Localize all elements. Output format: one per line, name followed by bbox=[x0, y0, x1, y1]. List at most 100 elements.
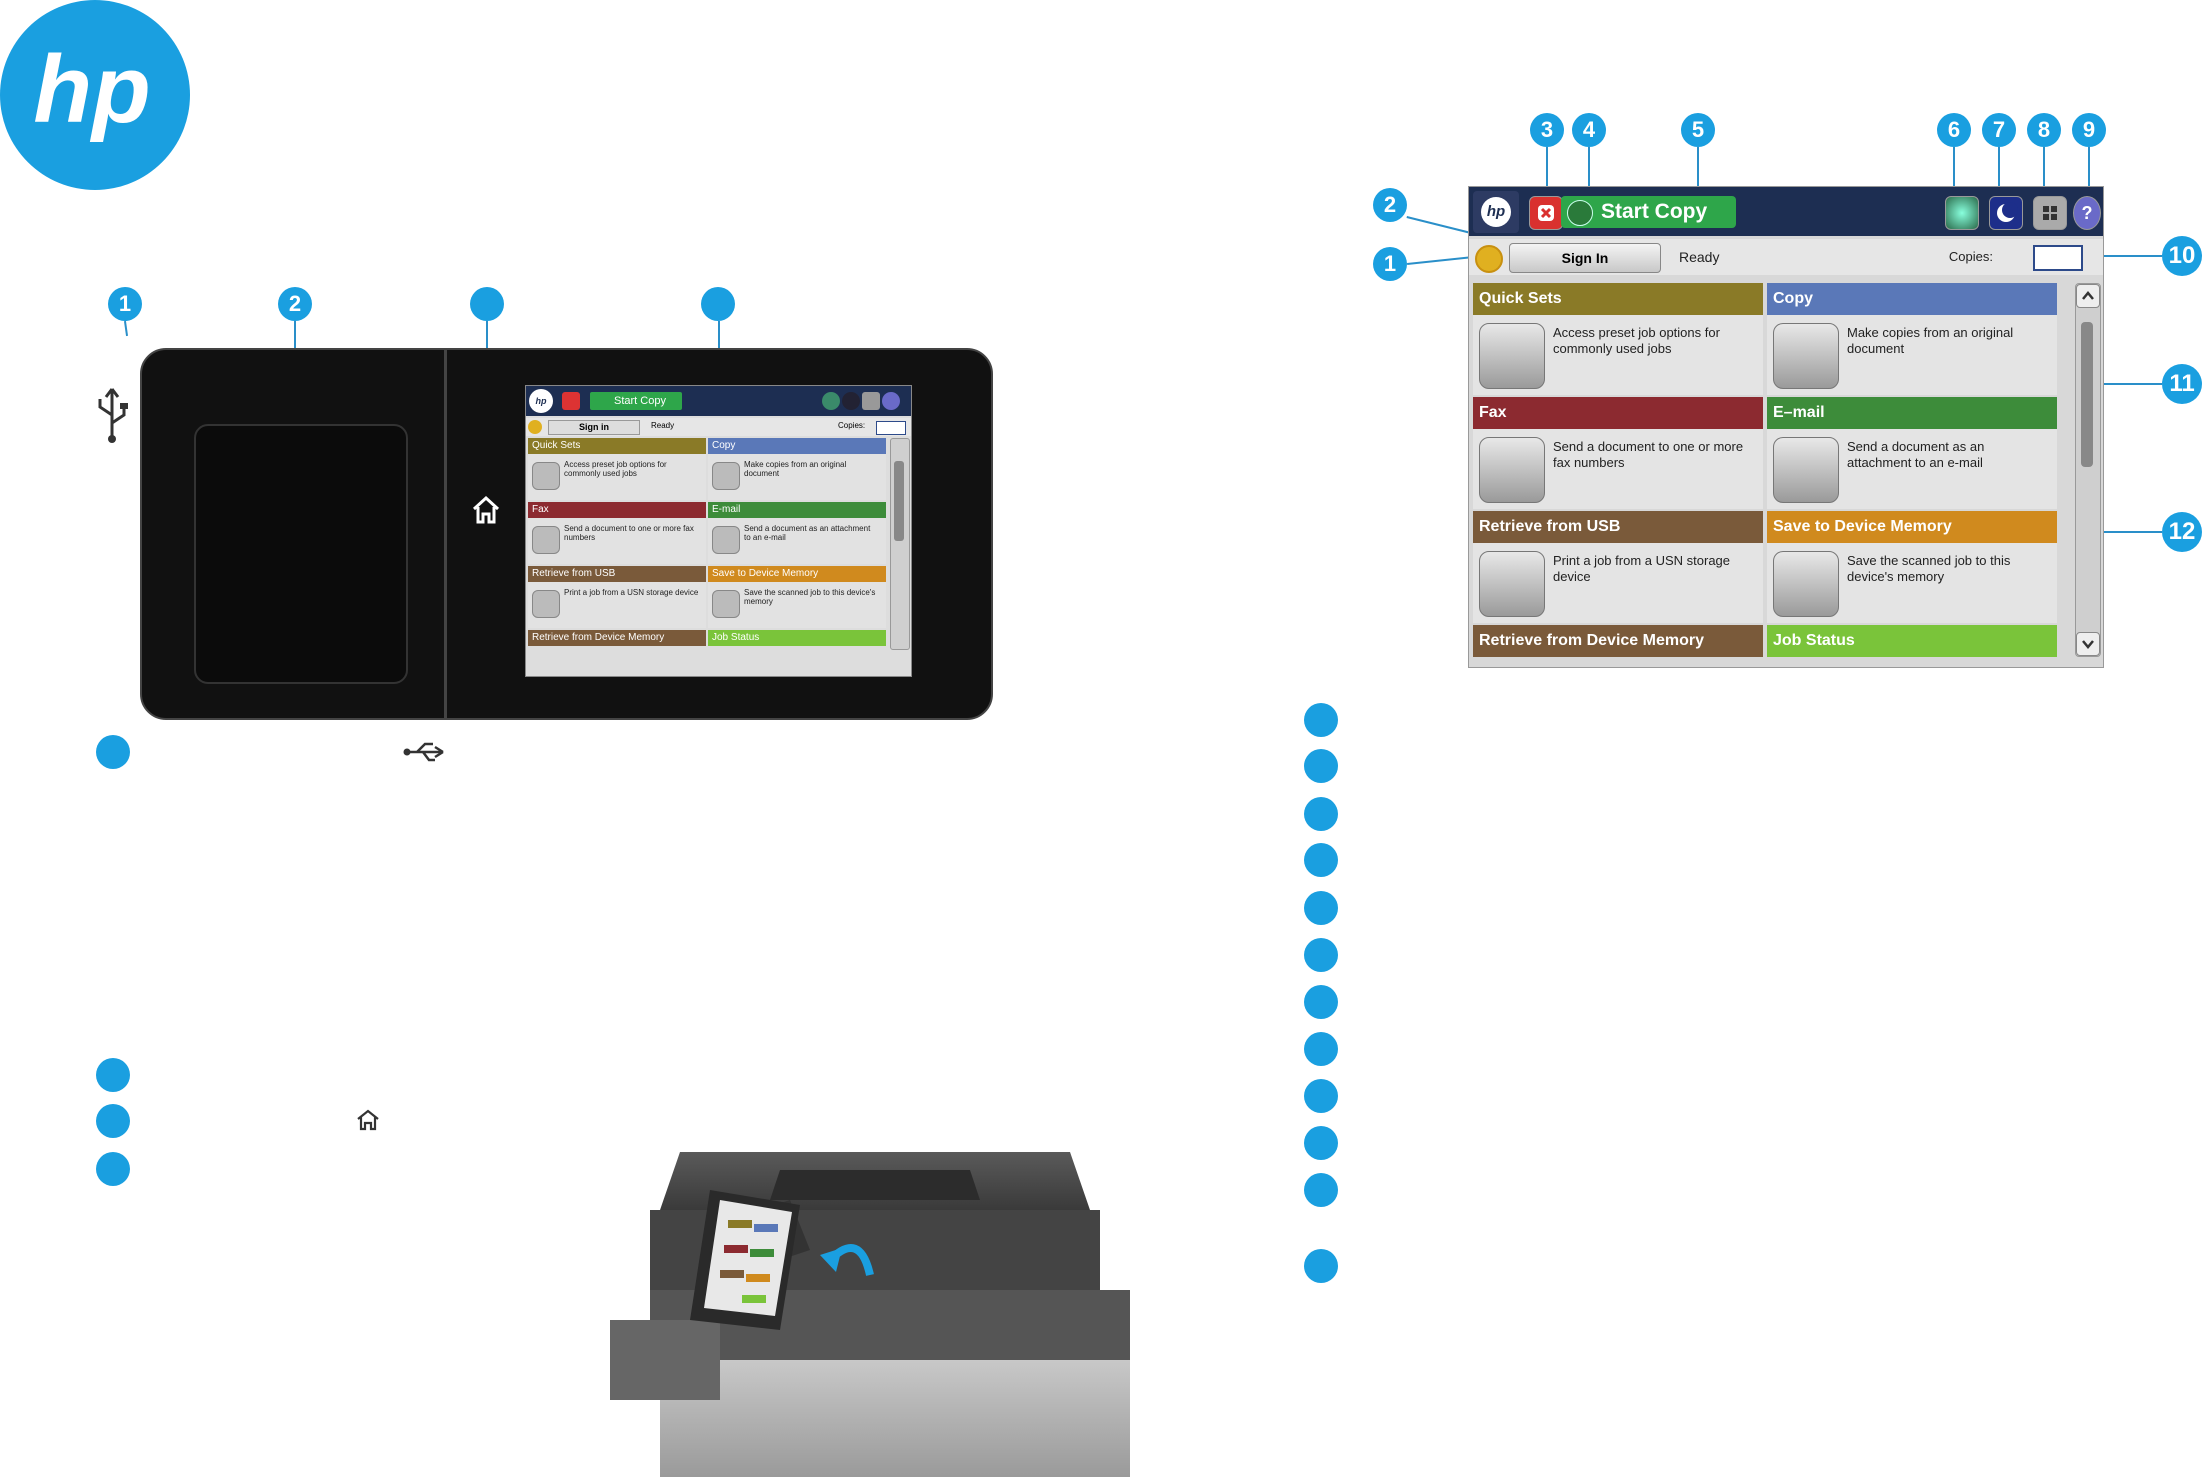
tile-body: Save the scanned job to this device's me… bbox=[1767, 543, 2057, 623]
usb-drive-icon bbox=[1479, 551, 1545, 617]
tile-job-status[interactable]: Job Status bbox=[1767, 625, 2057, 657]
tile-title: Retrieve from USB bbox=[1473, 511, 1763, 543]
scroll-up-button[interactable] bbox=[2076, 284, 2100, 308]
mini-scroll-thumb[interactable] bbox=[894, 461, 904, 541]
mini-tile-copy[interactable]: Copy bbox=[708, 438, 886, 454]
leader-line-8 bbox=[2043, 147, 2045, 193]
mini-sign-in-button[interactable]: Sign in bbox=[548, 420, 640, 435]
leader-line-6 bbox=[1953, 147, 1955, 193]
sign-in-button[interactable]: Sign In bbox=[1509, 243, 1661, 273]
chevron-up-icon bbox=[2082, 291, 2094, 300]
legend-dot-2 bbox=[1304, 749, 1338, 783]
legend-dot-4 bbox=[96, 1152, 130, 1186]
chevron-down-icon bbox=[2082, 640, 2094, 649]
stop-button[interactable] bbox=[1529, 196, 1563, 230]
mini-stop-icon[interactable] bbox=[562, 392, 580, 410]
reset-icon[interactable] bbox=[1475, 245, 1503, 273]
mini-start-copy-button[interactable]: Start Copy bbox=[590, 392, 682, 410]
leader-line-10 bbox=[2072, 255, 2162, 257]
usb-icon bbox=[98, 388, 128, 443]
help-button[interactable]: ? bbox=[2073, 196, 2101, 230]
callout-1: 1 bbox=[1373, 247, 1407, 281]
mini-tile-email[interactable]: E-mail bbox=[708, 502, 886, 518]
callout-4 bbox=[701, 287, 735, 321]
legend-dot-8 bbox=[1304, 1032, 1338, 1066]
legend-dot-10 bbox=[1304, 1126, 1338, 1160]
leader-line-4 bbox=[1588, 147, 1590, 193]
tile-desc: Print a job from a USN storage device bbox=[1553, 553, 1731, 584]
fax-icon bbox=[1479, 437, 1545, 503]
legend-dot-12 bbox=[1304, 1249, 1338, 1283]
stop-icon bbox=[1538, 205, 1554, 221]
tile-title: Retrieve from Device Memory bbox=[1473, 625, 1763, 657]
callout-8: 8 bbox=[2027, 113, 2061, 147]
callout-6: 6 bbox=[1937, 113, 1971, 147]
top-bar: hp Start Copy ? bbox=[1469, 187, 2103, 236]
start-copy-button[interactable]: Start Copy bbox=[1561, 196, 1736, 228]
mini-usb-icon bbox=[532, 590, 560, 618]
mini-tile-retrieve-memory[interactable]: Retrieve from Device Memory bbox=[528, 630, 706, 646]
mini-tile-save-memory[interactable]: Save to Device Memory bbox=[708, 566, 886, 582]
mini-fax-icon bbox=[532, 526, 560, 554]
mini-copies-label: Copies: bbox=[838, 421, 866, 430]
tile-title: E–mail bbox=[1767, 397, 2057, 429]
mini-quick-sets-icon bbox=[532, 462, 560, 490]
globe-icon bbox=[1946, 197, 1978, 229]
legend-dot-6 bbox=[1304, 938, 1338, 972]
legend-dot-9 bbox=[1304, 1079, 1338, 1113]
tile-desc: Send a document to one or more fax numbe… bbox=[1553, 439, 1744, 470]
scroll-down-button[interactable] bbox=[2076, 632, 2100, 656]
legend-dot-3 bbox=[1304, 797, 1338, 831]
control-panel-left bbox=[140, 348, 446, 720]
mini-sleep-icon[interactable] bbox=[842, 392, 860, 410]
svg-text:?: ? bbox=[2082, 203, 2093, 223]
mini-tile-quick-sets[interactable]: Quick Sets bbox=[528, 438, 706, 454]
home-icon[interactable] bbox=[470, 495, 502, 525]
mini-touchscreen[interactable]: hp Start Copy Sign in Ready Copies: Quic… bbox=[525, 385, 912, 677]
legend-dot-4 bbox=[1304, 843, 1338, 877]
mini-tile-desc: Send a document to one or more fax numbe… bbox=[564, 524, 694, 542]
callout-2: 2 bbox=[278, 287, 312, 321]
copies-field[interactable] bbox=[2033, 245, 2083, 271]
hp-logo-mark: hp bbox=[33, 36, 150, 143]
mini-tile-fax[interactable]: Fax bbox=[528, 502, 706, 518]
mini-copy-icon bbox=[712, 462, 740, 490]
mini-tile-job-status[interactable]: Job Status bbox=[708, 630, 886, 646]
mini-tile-desc: Access preset job options for commonly u… bbox=[564, 460, 667, 478]
hp-home-button[interactable]: hp bbox=[1473, 191, 1519, 233]
tile-title: Quick Sets bbox=[1473, 283, 1763, 315]
hp-logo: hp bbox=[0, 0, 190, 190]
mini-tile-body: Save the scanned job to this device's me… bbox=[708, 582, 886, 628]
callout-12: 12 bbox=[2162, 512, 2202, 552]
status-text: Ready bbox=[1679, 249, 1720, 265]
leader-line-1 bbox=[123, 320, 129, 337]
network-button[interactable] bbox=[2033, 196, 2067, 230]
mini-help-icon[interactable] bbox=[882, 392, 900, 410]
tile-desc: Save the scanned job to this device's me… bbox=[1847, 553, 2011, 584]
touchscreen-display[interactable]: hp Start Copy ? Sign In Ready Copie bbox=[1468, 186, 2104, 668]
mini-reset-icon[interactable] bbox=[528, 420, 542, 434]
mini-save-icon bbox=[712, 590, 740, 618]
tile-desc: Make copies from an original document bbox=[1847, 325, 2014, 356]
mini-tile-body: Access preset job options for commonly u… bbox=[528, 454, 706, 500]
legend-dot-1 bbox=[1304, 703, 1338, 737]
mini-globe-icon[interactable] bbox=[822, 392, 840, 410]
sleep-button[interactable] bbox=[1989, 196, 2023, 230]
tile-retrieve-memory[interactable]: Retrieve from Device Memory bbox=[1473, 625, 1763, 657]
scrollbar[interactable] bbox=[2075, 283, 2101, 657]
mini-tile-desc: Make copies from an original document bbox=[744, 460, 847, 478]
language-globe-button[interactable] bbox=[1945, 196, 1979, 230]
leader-line-7 bbox=[1998, 147, 2000, 193]
leader-line-3 bbox=[1546, 147, 1548, 193]
mini-network-icon[interactable] bbox=[862, 392, 880, 410]
callout-5: 5 bbox=[1681, 113, 1715, 147]
mini-tile-retrieve-usb[interactable]: Retrieve from USB bbox=[528, 566, 706, 582]
help-icon: ? bbox=[2082, 203, 2093, 223]
mini-tile-body: Send a document to one or more fax numbe… bbox=[528, 518, 706, 564]
mini-scrollbar[interactable] bbox=[890, 438, 910, 650]
callout-11: 11 bbox=[2162, 364, 2202, 404]
mini-tile-body: Print a job from a USN storage device bbox=[528, 582, 706, 628]
mini-copies-field[interactable] bbox=[876, 421, 906, 435]
scroll-thumb[interactable] bbox=[2081, 322, 2093, 467]
mini-top-bar: hp Start Copy bbox=[526, 386, 911, 416]
